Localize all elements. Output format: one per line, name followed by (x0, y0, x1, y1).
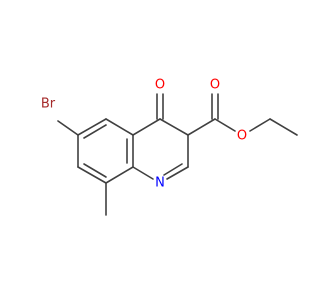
bond (166, 166, 189, 180)
atom-br-label: Br (41, 97, 56, 112)
bond (187, 118, 216, 136)
bonds (57, 93, 298, 216)
bond (77, 118, 107, 136)
atom-nitrogen-label: N (155, 176, 165, 191)
atom-labels: Br O O O N (41, 78, 247, 191)
atom-carbonyl-oxygen-label: O (210, 78, 220, 93)
structure-canvas: Br O O O N (41, 78, 298, 216)
bond (57, 120, 79, 136)
bond (105, 118, 134, 136)
bond (83, 124, 107, 139)
bond (163, 163, 183, 176)
bond (269, 118, 298, 136)
atom-ketone-oxygen-label: O (155, 78, 165, 93)
bond (132, 118, 161, 136)
bond (214, 118, 236, 132)
bond (249, 118, 271, 132)
bond (105, 166, 134, 184)
atom-ester-oxygen-label: O (237, 129, 247, 144)
bond (83, 163, 107, 178)
molecule-diagram: Br O O O N (41, 78, 298, 216)
bond (77, 166, 107, 184)
bond (159, 118, 189, 136)
bond (132, 166, 154, 180)
